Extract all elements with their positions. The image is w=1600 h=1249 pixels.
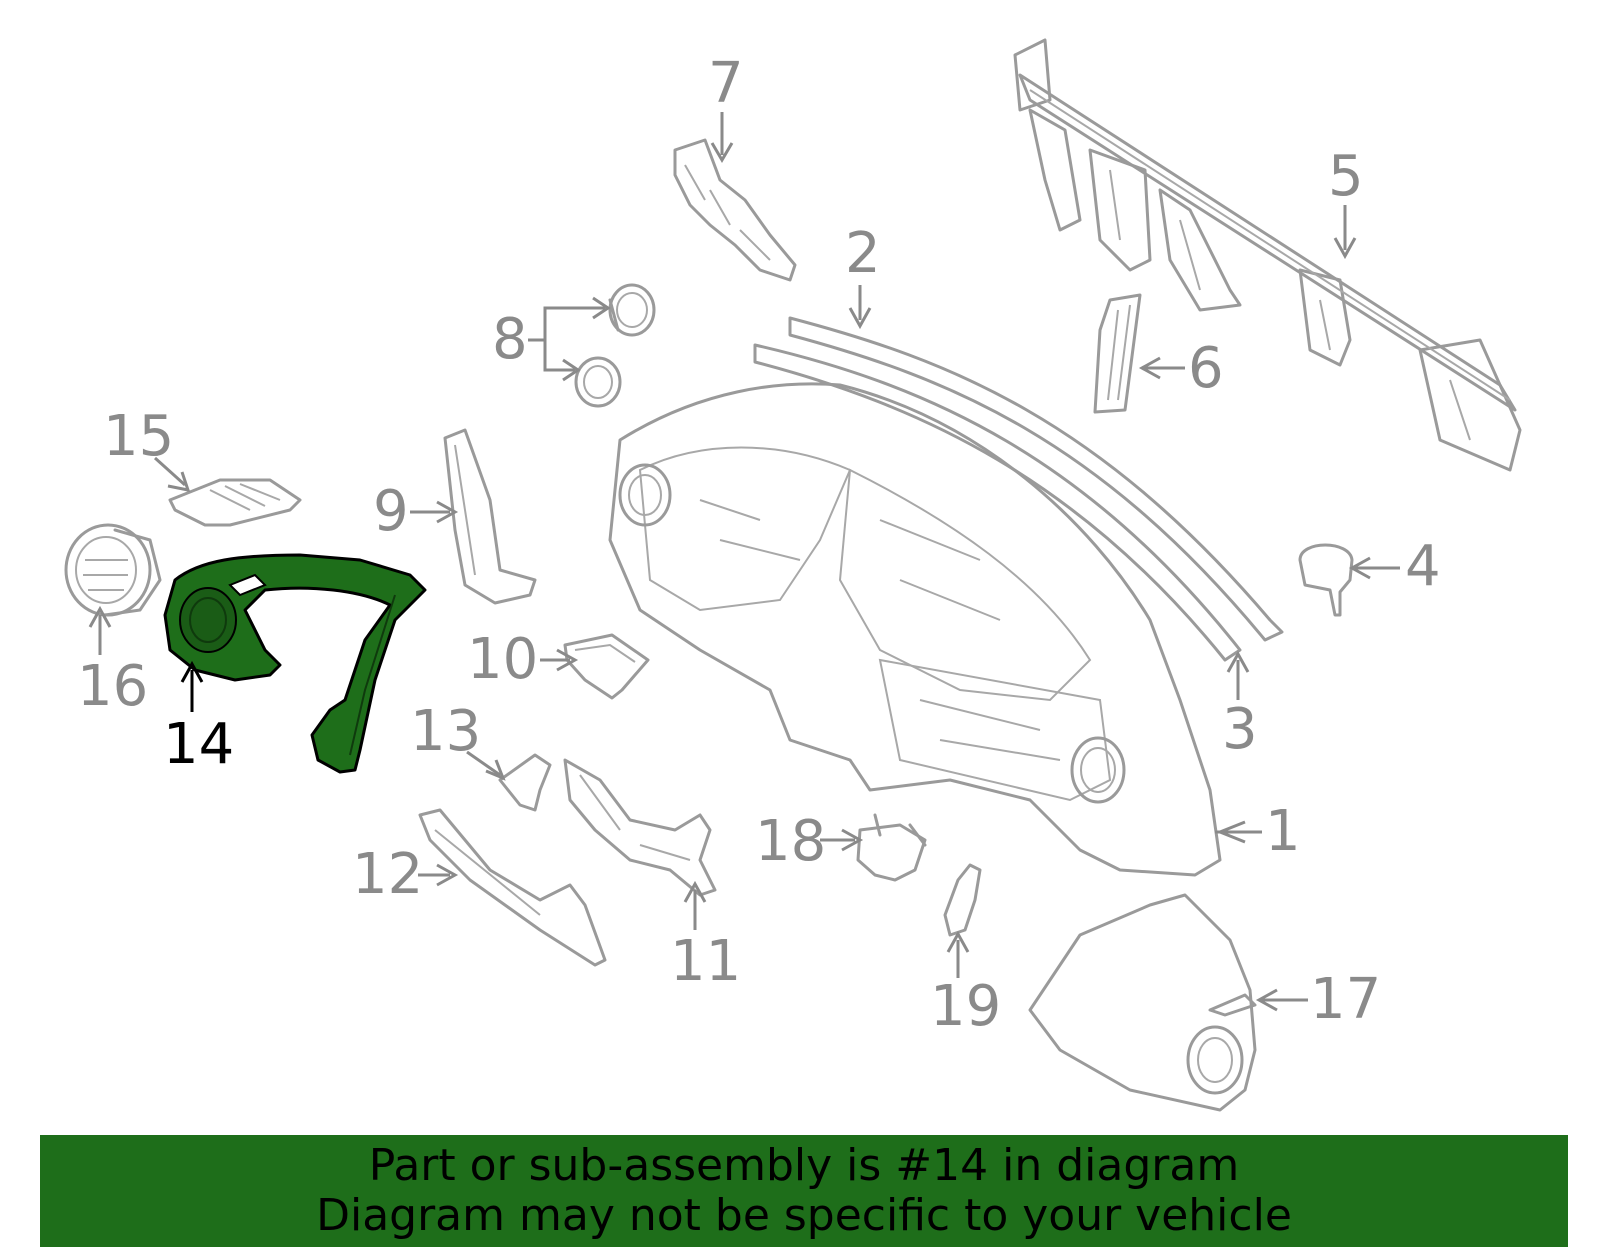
callout-3: 3 [1222,697,1258,762]
callout-14: 14 [163,712,234,777]
parts-diagram: 1 2 3 4 5 6 7 8 9 10 11 12 13 14 15 16 1… [64,38,1522,1112]
callout-10: 10 [467,627,538,692]
part-1-instrument-panel [608,382,1222,877]
callout-17: 17 [1310,967,1381,1032]
part-16-round-vent [64,523,162,617]
callout-13: 13 [410,699,481,764]
callout-11: 11 [670,929,741,994]
part-2-defroster-grille [788,316,1284,642]
callout-7: 7 [708,51,744,116]
callout-9: 9 [373,479,409,544]
callout-1: 1 [1265,799,1301,864]
part-12-lower-panel [418,808,607,967]
part-17-side-cover [1028,893,1257,1112]
part-14-bezel-highlighted [163,553,427,774]
callout-labels: 1 2 3 4 5 6 7 8 9 10 11 12 13 14 15 16 1… [77,51,1441,1039]
callout-2: 2 [845,221,881,286]
callout-4: 4 [1405,534,1441,599]
part-4-cap [1298,543,1354,617]
callout-6: 6 [1188,336,1224,401]
banner-line-1: Part or sub-assembly is #14 in diagram [368,1140,1240,1191]
leader-lines [88,112,1400,1012]
part-11-lower-bracket [563,758,717,897]
part-15-vent-grille [168,478,302,527]
part-10-box [563,633,650,700]
banner-line-2: Diagram may not be specific to your vehi… [316,1190,1292,1241]
callout-15: 15 [103,404,174,469]
part-7-bracket [673,138,797,282]
callout-5: 5 [1328,144,1364,209]
part-13-small-bracket [498,753,552,812]
part-18-cap [856,813,927,882]
callout-16: 16 [77,654,148,719]
callout-12: 12 [352,842,423,907]
part-3-trim-strip [753,343,1242,662]
info-banner: Part or sub-assembly is #14 in diagram D… [40,1135,1568,1247]
part-8-vent-nozzles [574,283,656,408]
callout-19: 19 [930,974,1001,1039]
callout-18: 18 [755,809,826,874]
part-5-reinforcement-beam [1013,38,1522,472]
part-9-pillar-trim [443,428,537,605]
part-6-side-bracket [1093,293,1142,414]
part-19-clip [943,863,982,937]
callout-8: 8 [492,307,528,372]
